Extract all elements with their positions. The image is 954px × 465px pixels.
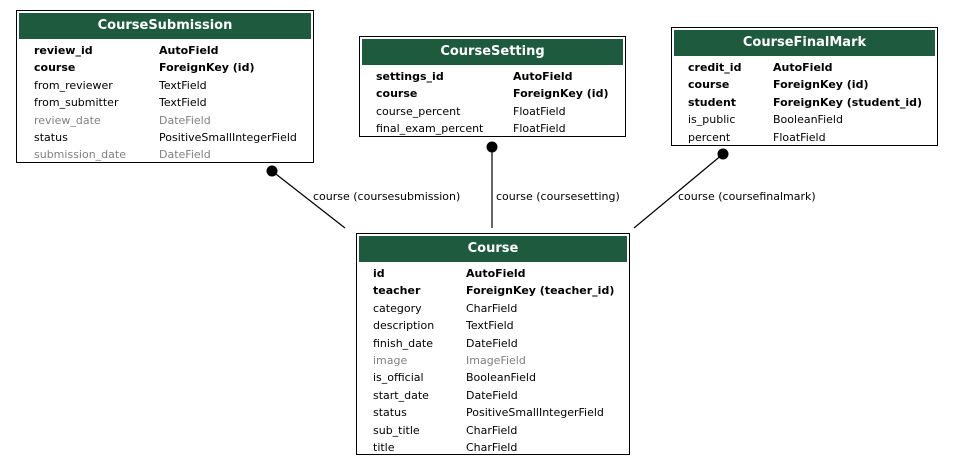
field-type: DateField xyxy=(466,388,518,402)
field-type: AutoField xyxy=(513,70,573,83)
field-row: percent FloatField xyxy=(672,129,937,146)
field-row: final_exam_percent FloatField xyxy=(360,120,625,137)
field-name: credit_id xyxy=(688,61,742,74)
field-row: status PositiveSmallIntegerField xyxy=(357,404,629,421)
field-name: teacher xyxy=(373,284,421,298)
field-type: BooleanField xyxy=(466,371,536,385)
field-type: FloatField xyxy=(513,122,566,136)
field-name: course xyxy=(34,61,76,75)
field-row: title CharField xyxy=(357,439,629,456)
field-row: course_percent FloatField xyxy=(360,103,625,120)
field-name: image xyxy=(373,353,408,367)
field-row: sub_title CharField xyxy=(357,422,629,439)
field-name: review_date xyxy=(34,113,101,127)
edge-coursesubmission-dot xyxy=(266,165,278,177)
field-row: teacher ForeignKey (teacher_id) xyxy=(357,282,629,299)
field-name: description xyxy=(373,319,435,333)
field-type: TextField xyxy=(159,96,207,110)
field-name: is_official xyxy=(373,371,424,385)
field-type: ImageField xyxy=(466,353,526,367)
field-name: finish_date xyxy=(373,336,433,350)
field-type: CharField xyxy=(466,423,518,437)
entity-title: CourseSetting xyxy=(362,39,623,65)
field-name: final_exam_percent xyxy=(376,122,484,136)
field-name: course_percent xyxy=(376,104,461,118)
field-row: id AutoField xyxy=(357,265,629,282)
entity-coursesetting[interactable]: CourseSetting settings_id AutoField course… xyxy=(359,36,626,137)
field-type: FloatField xyxy=(513,104,566,118)
field-type: ForeignKey (teacher_id) xyxy=(466,284,615,298)
edge-label-coursefinalmark: course (coursefinalmark) xyxy=(678,190,816,203)
edge-coursefinalmark xyxy=(633,153,724,229)
field-type: AutoField xyxy=(773,61,833,74)
field-row: settings_id AutoField xyxy=(360,68,625,85)
field-row: image ImageField xyxy=(357,352,629,369)
field-name: settings_id xyxy=(376,70,444,83)
field-type: ForeignKey (id) xyxy=(773,78,869,92)
field-type: PositiveSmallIntegerField xyxy=(466,406,604,420)
field-name: is_public xyxy=(688,113,736,127)
field-type: AutoField xyxy=(466,267,526,280)
field-name: start_date xyxy=(373,388,429,402)
field-name: review_id xyxy=(34,44,93,57)
entity-course[interactable]: Course id AutoField teacher ForeignKey (tea… xyxy=(356,233,630,455)
field-name: from_reviewer xyxy=(34,78,113,92)
field-row: description TextField xyxy=(357,317,629,334)
field-type: CharField xyxy=(466,440,518,454)
field-row: review_date DateField xyxy=(17,112,313,129)
entity-coursefinalmark[interactable]: CourseFinalMark credit_id AutoField course… xyxy=(671,27,938,146)
field-type: TextField xyxy=(466,319,514,333)
entity-title: CourseSubmission xyxy=(19,13,311,39)
field-row: course ForeignKey (id) xyxy=(17,59,313,76)
field-name: student xyxy=(688,95,737,109)
field-type: CharField xyxy=(466,301,518,315)
field-name: course xyxy=(376,87,418,101)
edge-label-coursesubmission: course (coursesubmission) xyxy=(313,190,461,203)
field-type: ForeignKey (id) xyxy=(159,61,255,75)
field-row: course ForeignKey (id) xyxy=(672,76,937,93)
field-type: TextField xyxy=(159,78,207,92)
field-name: category xyxy=(373,301,422,315)
field-row: from_submitter TextField xyxy=(17,94,313,111)
field-name: sub_title xyxy=(373,423,420,437)
field-name: status xyxy=(373,406,407,420)
edge-coursefinalmark-dot xyxy=(717,148,729,160)
field-row: student ForeignKey (student_id) xyxy=(672,94,937,111)
field-row: course ForeignKey (id) xyxy=(360,85,625,102)
field-type: DateField xyxy=(466,336,518,350)
field-row: finish_date DateField xyxy=(357,335,629,352)
field-type: ForeignKey (id) xyxy=(513,87,609,101)
field-row: submission_date DateField xyxy=(17,146,313,163)
field-type: DateField xyxy=(159,148,211,162)
field-type: PositiveSmallIntegerField xyxy=(159,130,297,144)
field-name: course xyxy=(688,78,730,92)
field-row: category CharField xyxy=(357,300,629,317)
field-name: status xyxy=(34,130,68,144)
field-name: title xyxy=(373,440,395,454)
field-name: submission_date xyxy=(34,148,126,162)
field-row: from_reviewer TextField xyxy=(17,77,313,94)
field-name: from_submitter xyxy=(34,96,119,110)
edge-coursesubmission xyxy=(271,170,346,229)
field-row: review_id AutoField xyxy=(17,42,313,59)
entity-title: Course xyxy=(359,236,627,262)
field-row: status PositiveSmallIntegerField xyxy=(17,129,313,146)
field-type: DateField xyxy=(159,113,211,127)
field-name: percent xyxy=(688,130,731,144)
edge-coursesetting-dot xyxy=(486,141,498,153)
field-type: FloatField xyxy=(773,130,826,144)
field-name: id xyxy=(373,267,385,280)
field-row: is_public BooleanField xyxy=(672,111,937,128)
field-type: BooleanField xyxy=(773,113,843,127)
field-row: credit_id AutoField xyxy=(672,59,937,76)
entity-coursesubmission[interactable]: CourseSubmission review_id AutoField cours… xyxy=(16,10,314,163)
field-row: start_date DateField xyxy=(357,387,629,404)
field-type: AutoField xyxy=(159,44,219,57)
field-row: is_official BooleanField xyxy=(357,369,629,386)
field-type: ForeignKey (student_id) xyxy=(773,95,923,109)
edge-label-coursesetting: course (coursesetting) xyxy=(496,190,620,203)
entity-title: CourseFinalMark xyxy=(674,30,935,56)
